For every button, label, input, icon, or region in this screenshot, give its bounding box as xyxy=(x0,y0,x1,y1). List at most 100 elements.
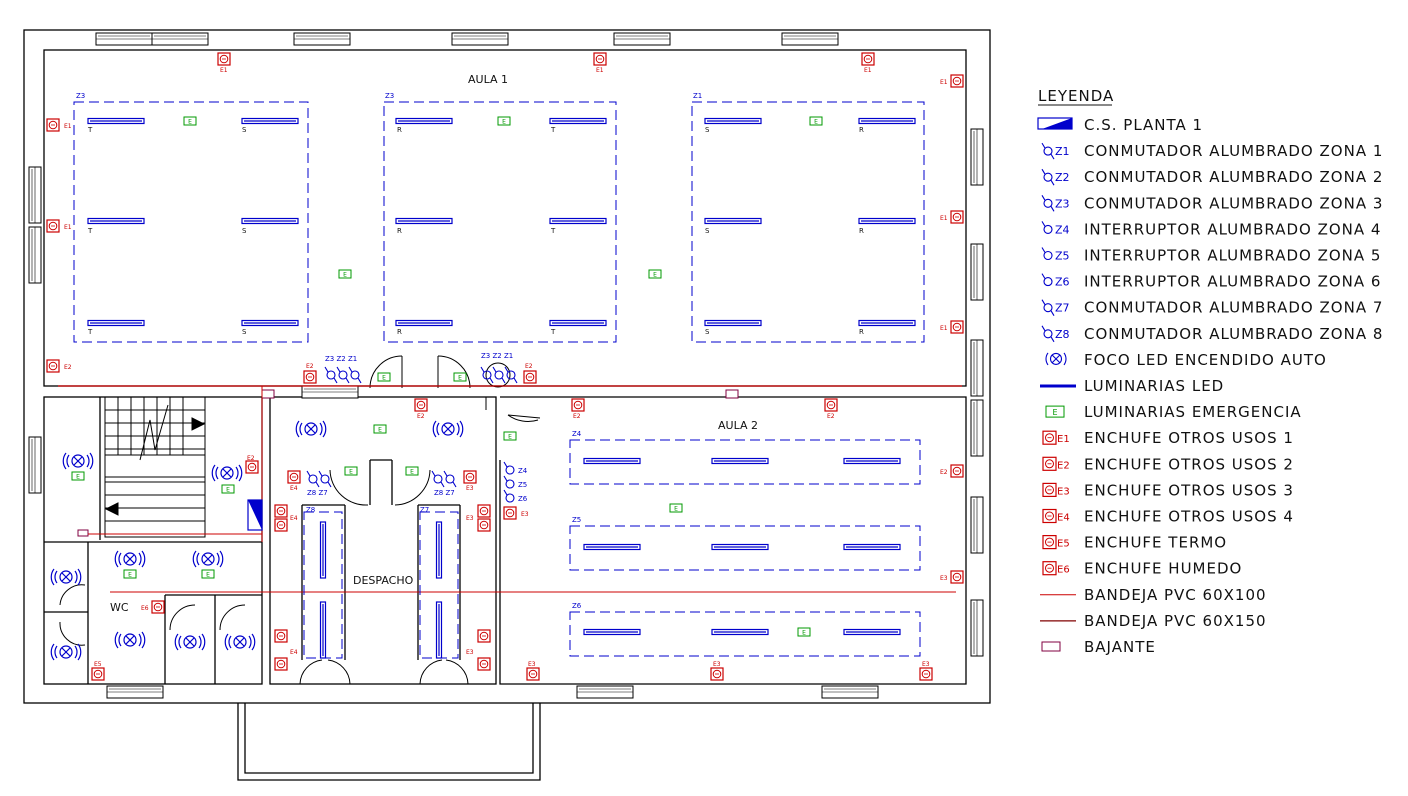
phase-labels: T S T S T S R T R T R T S R S R S R xyxy=(87,126,864,336)
panel-cs-planta-1 xyxy=(247,499,263,531)
socket-label: E4 xyxy=(290,515,298,522)
phase-label: R xyxy=(859,126,864,134)
legend-row: LUMINARIAS LED xyxy=(1040,377,1224,395)
socket-label: E3 xyxy=(528,661,536,668)
switch-group-label: Z4 xyxy=(518,467,528,475)
phase-label: T xyxy=(87,328,93,336)
switch-icon xyxy=(1041,247,1053,261)
zone-label: Z1 xyxy=(693,92,702,100)
legend-label: BAJANTE xyxy=(1084,638,1156,656)
socket-label: E2 xyxy=(417,413,425,420)
legend-row: Z1 CONMUTADOR ALUMBRADO ZONA 1 xyxy=(1041,142,1383,160)
phase-label: T xyxy=(550,227,556,235)
zone-label: Z8 xyxy=(306,506,315,514)
phase-label: S xyxy=(242,126,247,134)
socket-label: E2 xyxy=(64,364,72,371)
legend: LEYENDA xyxy=(1038,87,1113,106)
phase-label: T xyxy=(87,126,93,134)
phase-label: T xyxy=(550,126,556,134)
legend-row: BANDEJA PVC 60X100 xyxy=(1040,586,1267,604)
socket-label: E2 xyxy=(827,413,835,420)
svg-text:E: E xyxy=(1052,408,1057,417)
socket-label: E1 xyxy=(864,67,872,74)
legend-label: ENCHUFE OTROS USOS 1 xyxy=(1084,429,1294,447)
commutator-icon xyxy=(1041,168,1055,186)
switch-group-label: Z8 Z7 xyxy=(307,489,328,497)
zone-label: Z4 xyxy=(572,430,582,438)
socket-label: E1 xyxy=(220,67,228,74)
socket-label: E3 xyxy=(922,661,930,668)
socket-label: E4 xyxy=(290,649,298,656)
legend-label: INTERRUPTOR ALUMBRADO ZONA 6 xyxy=(1084,273,1381,291)
socket-label: E3 xyxy=(466,485,474,492)
zone-labels: Z3 Z3 Z1 Z4 Z5 Z6 Z8 Z7 xyxy=(76,92,702,610)
legend-row: FOCO LED ENCENDIDO AUTO xyxy=(1045,351,1326,369)
legend-row: Z6 INTERRUPTOR ALUMBRADO ZONA 6 xyxy=(1041,273,1381,291)
phase-label: S xyxy=(242,328,247,336)
legend-code: Z5 xyxy=(1055,250,1070,263)
socket-label: E1 xyxy=(940,79,948,86)
legend-label: BANDEJA PVC 60X150 xyxy=(1084,612,1267,630)
socket-label: E1 xyxy=(940,325,948,332)
zone-label: Z3 xyxy=(76,92,85,100)
legend-label: ENCHUFE TERMO xyxy=(1084,534,1227,552)
legend-row: Z3 CONMUTADOR ALUMBRADO ZONA 3 xyxy=(1041,194,1383,212)
phase-label: R xyxy=(397,126,402,134)
legend-label: CONMUTADOR ALUMBRADO ZONA 1 xyxy=(1084,142,1383,160)
room-labels: AULA 1 AULA 2 DESPACHO WC xyxy=(110,73,758,614)
socket-icon xyxy=(1042,534,1057,550)
commutator-icon xyxy=(1041,299,1055,316)
commutator-icon xyxy=(1041,142,1055,160)
legend-code: Z3 xyxy=(1055,197,1070,210)
legend-label: CONMUTADOR ALUMBRADO ZONA 3 xyxy=(1084,194,1383,212)
socket-label: E5 xyxy=(94,661,102,668)
socket-label: E3 xyxy=(940,575,948,582)
switch-icon xyxy=(1041,221,1053,234)
legend-code: Z6 xyxy=(1055,276,1070,289)
led-spots xyxy=(50,420,464,661)
switch-group-label: Z3 Z2 Z1 xyxy=(481,352,513,360)
socket-label: E3 xyxy=(466,649,474,656)
legend-code: Z1 xyxy=(1055,145,1070,158)
legend-label: ENCHUFE HUMEDO xyxy=(1084,560,1242,578)
legend-row: BANDEJA PVC 60X150 xyxy=(1040,612,1267,630)
phase-label: S xyxy=(242,227,247,235)
emergency-light-icon: E xyxy=(1045,405,1065,418)
legend-label: ENCHUFE OTROS USOS 4 xyxy=(1084,508,1294,526)
legend-label: INTERRUPTOR ALUMBRADO ZONA 4 xyxy=(1084,220,1381,238)
panel-icon xyxy=(1037,117,1073,130)
legend-code: E1 xyxy=(1057,434,1070,445)
legend-label: ENCHUFE OTROS USOS 3 xyxy=(1084,481,1294,499)
legend-label: CONMUTADOR ALUMBRADO ZONA 7 xyxy=(1084,299,1383,317)
socket-icon xyxy=(1042,561,1057,576)
doors xyxy=(59,355,541,685)
switch-group-label: Z5 xyxy=(518,481,527,489)
socket-label: E1 xyxy=(940,215,948,222)
legend-row: BAJANTE xyxy=(1041,638,1156,656)
legend-code: Z8 xyxy=(1055,328,1070,341)
zone-label: Z5 xyxy=(572,516,581,524)
socket-icon xyxy=(1042,482,1057,497)
legend-label: C.S. PLANTA 1 xyxy=(1084,116,1203,134)
legend-code: Z7 xyxy=(1055,302,1070,315)
socket-label: E3 xyxy=(713,661,721,668)
room-label-wc: WC xyxy=(110,601,129,614)
stairs xyxy=(104,396,206,538)
legend-label: LUMINARIAS LED xyxy=(1084,377,1224,395)
socket-label: E2 xyxy=(940,469,948,476)
legend-label: BANDEJA PVC 60X100 xyxy=(1084,586,1267,604)
socket-label: E3 xyxy=(521,511,529,518)
switch-icon xyxy=(1041,273,1053,287)
led-spot-icon xyxy=(1045,352,1067,366)
phase-label: R xyxy=(859,328,864,336)
zone-label: Z3 xyxy=(385,92,394,100)
switch-group-label: Z8 Z7 xyxy=(434,489,455,497)
